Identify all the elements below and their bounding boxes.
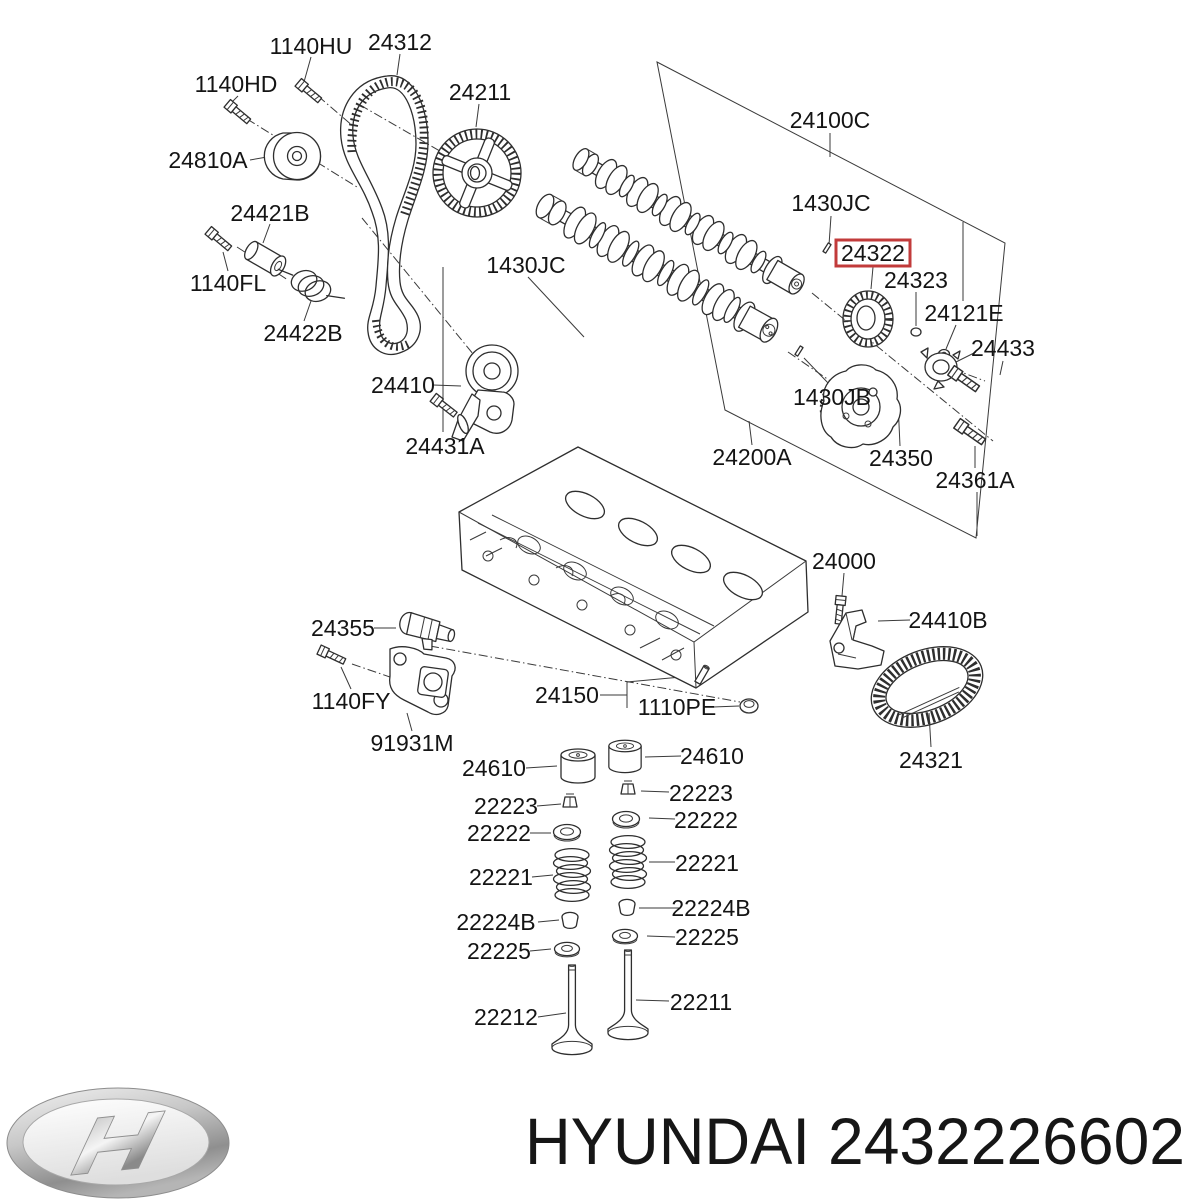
tappet-24610-left: [560, 748, 596, 784]
valve-seal-22225-right: [611, 928, 639, 945]
part-label-24350: 24350: [869, 445, 933, 471]
part-label-24410: 24410: [371, 372, 435, 398]
valve-keeper-22223-right: [620, 780, 636, 795]
bolt-1140HU: [294, 77, 324, 105]
belt-tensioner-24410: [451, 344, 519, 442]
part-label-1140FL: 1140FL: [190, 270, 267, 296]
bolt-1140HD: [223, 98, 253, 126]
part-label-24355: 24355: [311, 615, 375, 641]
valve-spring-22221-right: [608, 834, 648, 890]
key-1430JB: [794, 345, 804, 357]
valve-seal-22225-left: [553, 941, 581, 958]
chain-tensioner-24410B: [829, 609, 885, 670]
part-label-22225-right: 22225: [675, 924, 739, 950]
part-label-22225-left: 22225: [467, 938, 531, 964]
part-label-22212: 22212: [474, 1004, 538, 1030]
part-label-22221-left: 22221: [469, 864, 533, 890]
bracket-91931M: [388, 646, 456, 716]
part-label-24431A: 24431A: [405, 433, 485, 459]
part-label-24150: 24150: [535, 682, 599, 708]
part-label-22222-right: 22222: [674, 807, 738, 833]
part-label-24433: 24433: [971, 335, 1035, 361]
spring-seat-22224B-right: [618, 898, 636, 917]
part-label-24610-left: 24610: [462, 755, 526, 781]
cam-sprocket-24322: [842, 290, 894, 348]
part-label-22221-right: 22221: [675, 850, 739, 876]
part-label-24410B: 24410B: [908, 607, 987, 633]
part-label-1140HD: 1140HD: [195, 71, 278, 97]
spring-seat-22224B-left: [561, 911, 579, 930]
part-label-22224B-left: 22224B: [456, 909, 535, 935]
part-label-1430JC-right: 1430JC: [791, 190, 870, 216]
oil-control-valve-24355: [399, 611, 456, 651]
part-label-22223-right: 22223: [669, 780, 733, 806]
highlight-box: [834, 238, 912, 268]
camshaft-intake: [572, 148, 805, 295]
part-label-1140FY: 1140FY: [312, 688, 391, 714]
pin-24323: [910, 327, 922, 337]
part-label-22211: 22211: [670, 989, 732, 1015]
tappet-24610-right: [608, 739, 642, 774]
valve-keeper-22223-left: [562, 793, 578, 808]
cam-sprocket-24211: [432, 128, 522, 218]
part-label-22222-left: 22222: [467, 820, 531, 846]
part-label-24422B: 24422B: [263, 320, 342, 346]
cylinder-head: [458, 446, 809, 689]
plug-1110PE: [739, 698, 759, 714]
spring-retainer-22222-right: [611, 810, 641, 829]
part-label-1110PE: 1110PE: [638, 694, 716, 720]
part-label-24312: 24312: [368, 29, 432, 55]
bolt-1140FL: [204, 225, 234, 253]
part-label-24610-right: 24610: [680, 743, 744, 769]
part-label-24361A: 24361A: [935, 467, 1015, 493]
part-label-24211: 24211: [449, 79, 511, 105]
valve-22211: [607, 949, 649, 1041]
part-label-24100C: 24100C: [790, 107, 871, 133]
part-label-1430JC-left: 1430JC: [486, 252, 565, 278]
camshaft-exhaust: [535, 193, 779, 343]
hyundai-logo-icon: [6, 1087, 230, 1199]
tensioner-spring-24422B: [277, 268, 346, 303]
part-label-24810A: 24810A: [168, 147, 248, 173]
valve-spring-22221-left: [552, 847, 592, 903]
part-labels-layer: 1140HU 24312 1140HD 24211 24810A 24421B 1140FL…: [168, 29, 1035, 1030]
valve-22212: [551, 964, 593, 1056]
part-label-24323: 24323: [884, 267, 948, 293]
key-1430JC: [822, 242, 832, 254]
part-label-91931M: 91931M: [370, 730, 453, 756]
part-label-24321: 24321: [899, 747, 963, 773]
part-label-24200A: 24200A: [712, 444, 792, 470]
footer-part-number: 2432226602: [828, 1104, 1185, 1178]
idler-pulley-24810A: [263, 131, 322, 181]
part-label-24322: 24322: [841, 240, 905, 266]
part-label-24121E: 24121E: [924, 300, 1003, 326]
footer-brand: HYUNDAI: [525, 1104, 810, 1178]
bolt-24433: [947, 364, 982, 395]
dowel-pin-24150: [694, 664, 710, 685]
part-label-22224B-right: 22224B: [671, 895, 750, 921]
part-label-1140HU: 1140HU: [270, 33, 353, 59]
part-label-1430JB: 1430JB: [793, 384, 871, 410]
timing-belt: [340, 75, 429, 356]
part-label-22223-left: 22223: [474, 793, 538, 819]
spring-retainer-22222-left: [552, 823, 582, 842]
bolt-1140FY: [316, 644, 348, 667]
part-label-24421B: 24421B: [230, 200, 309, 226]
part-label-24000: 24000: [812, 548, 876, 574]
timing-chain-24321: [870, 646, 984, 728]
cvvt-assembly-24350: [819, 364, 902, 449]
